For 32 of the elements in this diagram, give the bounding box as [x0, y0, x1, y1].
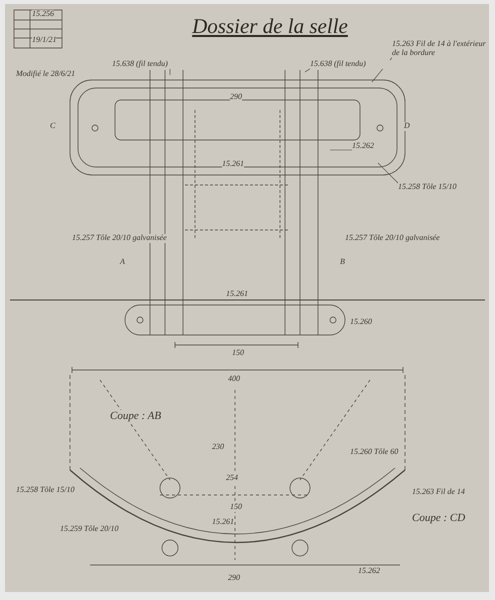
drawing-annotation: 15.256 — [32, 10, 54, 19]
drawing-annotation: A — [120, 258, 125, 267]
drawing-annotation: 19/1/21 — [32, 36, 56, 45]
drawing-annotation: 150 — [232, 349, 244, 358]
drawing-annotation: Modifié le 28/6/21 — [16, 70, 76, 79]
drawing-annotation: 15.260 Tôle 60 — [350, 448, 398, 457]
drawing-annotation: 15.262 — [358, 567, 380, 576]
drawing-annotation: D — [404, 122, 410, 131]
drawing-annotation: 290 — [228, 574, 240, 583]
drawing-annotation: 15.260 — [350, 318, 372, 327]
leader-line — [304, 68, 310, 72]
drawing-annotation: 290 — [230, 93, 242, 102]
callout-label: 15.263 Fil de 14 à l'extérieur de la bordure — [392, 40, 487, 58]
drawing-annotation: 254 — [226, 474, 238, 483]
section-heading: Coupe : CD — [412, 512, 466, 524]
drawing-annotation: 15.259 Tôle 20/10 — [60, 525, 118, 534]
drawing-annotation: 15.257 Tôle 20/10 galvanisée — [72, 234, 167, 243]
drawing-annotation: 15.261 — [212, 518, 234, 527]
drawing-annotation: B — [340, 258, 345, 267]
drawing-annotation: 15.261 — [222, 160, 244, 169]
drawing-annotation: 15.258 Tôle 15/10 — [16, 486, 74, 495]
drawing-annotation: 15.263 Fil de 14 — [412, 488, 465, 497]
leader-line — [378, 162, 398, 184]
callout-label: 15.638 (fil tendu) — [310, 60, 390, 69]
drawing-annotation: 230 — [212, 443, 224, 452]
drawing-title: Dossier de la selle — [191, 14, 349, 39]
drawing-annotation: 15.261 — [226, 290, 248, 299]
section-heading: Coupe : AB — [110, 410, 162, 422]
drawing-annotation: 400 — [228, 375, 240, 384]
drawing-annotation: 150 — [230, 503, 242, 512]
drawing-annotation: 15.257 Tôle 20/10 galvanisée — [345, 234, 440, 243]
drawing-annotation: C — [50, 122, 56, 131]
